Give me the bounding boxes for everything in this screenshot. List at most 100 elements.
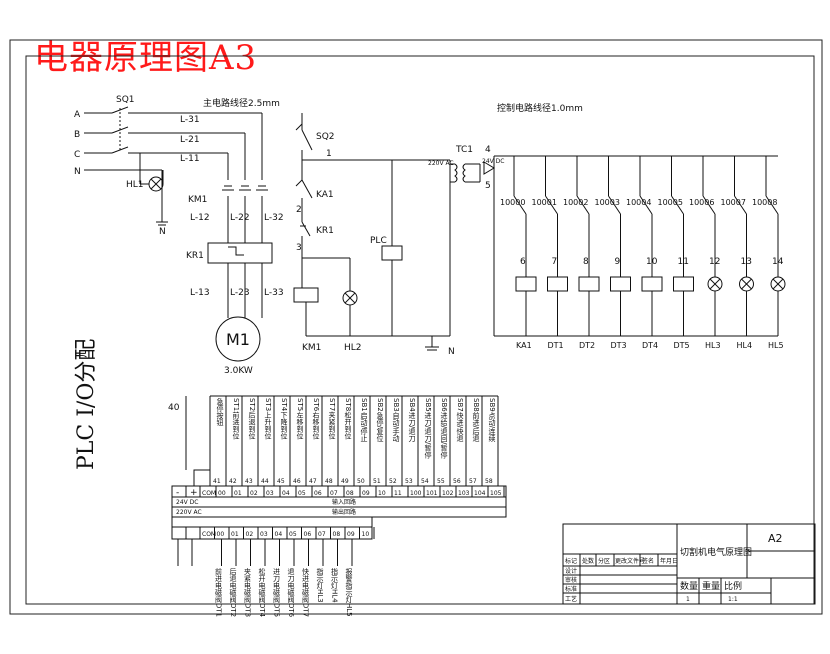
- input-address: 06: [314, 490, 322, 497]
- phase-c-label: C: [74, 150, 80, 160]
- output-address-cell: 04: [275, 531, 283, 538]
- line-l21-label: L-21: [180, 135, 200, 145]
- output-coil-symbol: [578, 276, 600, 292]
- output-wire-number: 10: [646, 257, 658, 267]
- output-address-cell: COM: [202, 531, 216, 538]
- output-signal-label: 快进电磁阀DT7: [302, 567, 310, 617]
- output-address: 10005: [658, 198, 683, 207]
- line-l12-label: L-12: [190, 213, 210, 223]
- tb-date: 年月日: [660, 557, 678, 565]
- input-signal-label: 急停按钮: [216, 397, 224, 427]
- input-terminal-number: 45: [277, 478, 285, 485]
- lamp-hl2-label: HL2: [344, 343, 362, 353]
- input-signal-label: SB8前进/后退: [472, 398, 480, 443]
- output-load-label: DT1: [548, 341, 564, 350]
- input-signal-label: SB5进刀/退刀/暂停: [424, 398, 432, 460]
- output-address-cell: 01: [231, 531, 239, 538]
- input-terminal-number: 46: [293, 478, 301, 485]
- input-address: 01: [234, 490, 242, 497]
- output-signal-label: 指示灯HL3: [316, 567, 324, 602]
- output-address: 10006: [689, 198, 714, 207]
- input-signal-label: ST7夹紧到位: [328, 398, 336, 439]
- tb-zone: 分区: [598, 557, 610, 565]
- lamp-cross-b: [709, 278, 721, 290]
- input-terminal-number: 47: [309, 478, 317, 485]
- output-signal-label: 松开电磁阀DT4: [258, 567, 266, 618]
- output-coil-symbol: [547, 276, 568, 292]
- input-signal-label: ST5左移到位: [296, 398, 304, 439]
- input-address: COM: [202, 490, 216, 497]
- ac-voltage-label: 220V AC: [428, 160, 454, 167]
- node-3-label: 3: [296, 243, 302, 253]
- input-signal-label: SB6进给/退回/暂停: [440, 398, 448, 460]
- output-branch-dt5: [671, 156, 694, 336]
- output-address: 10003: [595, 198, 620, 207]
- output-load-label: DT3: [611, 341, 627, 350]
- output-wire-number: 9: [615, 257, 621, 267]
- tb-scale-header: 比例: [724, 580, 742, 592]
- output-branch-dt3: [608, 156, 631, 336]
- input-address: 08: [346, 490, 354, 497]
- input-terminal-number: 55: [437, 478, 445, 485]
- output-coil-symbol: [673, 276, 694, 292]
- output-address: 10001: [532, 198, 557, 207]
- relay-ka1-label: KA1: [316, 190, 334, 200]
- output-signal-label: 夹紧电磁阀DT3: [244, 567, 252, 617]
- output-contact: [765, 195, 779, 215]
- tb-weight-header: 重量: [702, 580, 720, 592]
- output-address: 10002: [563, 198, 588, 207]
- power-minus-label: -: [176, 488, 179, 498]
- inner-frame: [25, 55, 815, 605]
- input-address: 100: [410, 490, 422, 497]
- output-branch-hl4: [734, 156, 754, 336]
- control-circuit-label: 控制电路线径1.0mm: [497, 102, 583, 114]
- output-contact: [671, 195, 684, 215]
- input-terminal-number: 56: [453, 478, 461, 485]
- tb-change-doc: 更改文件号: [615, 557, 645, 565]
- node-1-label: 1: [326, 149, 332, 159]
- output-wire-number: 12: [709, 257, 720, 267]
- drawing-title: 电器原理图A3: [34, 38, 258, 78]
- tb-qty-value: 1: [686, 596, 690, 603]
- plc-io-columns: 急停按钮41ST1前进到位42ST2后退到位43ST3上升到位44ST4下降到位…: [202, 395, 505, 618]
- input-signal-label: SB3自动/手动: [392, 398, 400, 443]
- node-4-label: 4: [485, 145, 491, 155]
- input-address: 04: [282, 490, 290, 497]
- input-address: 10: [378, 490, 386, 497]
- line-l13-label: L-13: [190, 288, 210, 298]
- input-terminal-number: 48: [325, 478, 333, 485]
- output-load-label: DT5: [674, 341, 690, 350]
- output-address-cell: 06: [304, 531, 312, 538]
- drawing-name: 切割机电气原理图: [680, 546, 752, 558]
- output-address-cell: 09: [347, 531, 355, 538]
- plc-block-label: PLC: [370, 236, 387, 246]
- contactor-km1-label: KM1: [188, 195, 207, 205]
- plc-left-number: 40: [168, 403, 180, 413]
- input-signal-label: ST6右移到位: [312, 398, 320, 439]
- output-load-label: KA1: [516, 341, 532, 350]
- output-coil-symbol: [515, 276, 537, 292]
- input-signal-label: SB4进刀/退刀: [408, 398, 416, 443]
- main-circuit-label: 主电路线径2.5mm: [203, 97, 280, 109]
- node-2-label: 2: [296, 205, 302, 215]
- output-coil-symbol: [610, 276, 631, 292]
- input-address: 102: [442, 490, 454, 497]
- dc-voltage-label: 24V DC: [482, 158, 504, 165]
- output-address: 10008: [752, 198, 777, 207]
- input-signal-label: SB2急停/复位: [376, 398, 384, 442]
- output-load-label: HL3: [705, 341, 721, 350]
- contactor-coil-km1-label: KM1: [302, 343, 321, 353]
- output-signal-label: 报警指示灯HL5: [345, 567, 353, 616]
- input-terminal-number: 43: [245, 478, 253, 485]
- control-circuit-wiring: [293, 113, 778, 351]
- output-address-cell: 00: [217, 531, 225, 538]
- dc-row-label: 24V DC: [176, 499, 198, 506]
- output-wire-number: 8: [583, 257, 589, 267]
- output-branch-dt2: [576, 156, 600, 336]
- input-address: 105: [490, 490, 502, 497]
- outer-frame: [9, 39, 823, 615]
- output-contact: [734, 195, 747, 215]
- input-terminal-number: 41: [213, 478, 221, 485]
- output-circuit-title: 输出回路: [332, 508, 356, 516]
